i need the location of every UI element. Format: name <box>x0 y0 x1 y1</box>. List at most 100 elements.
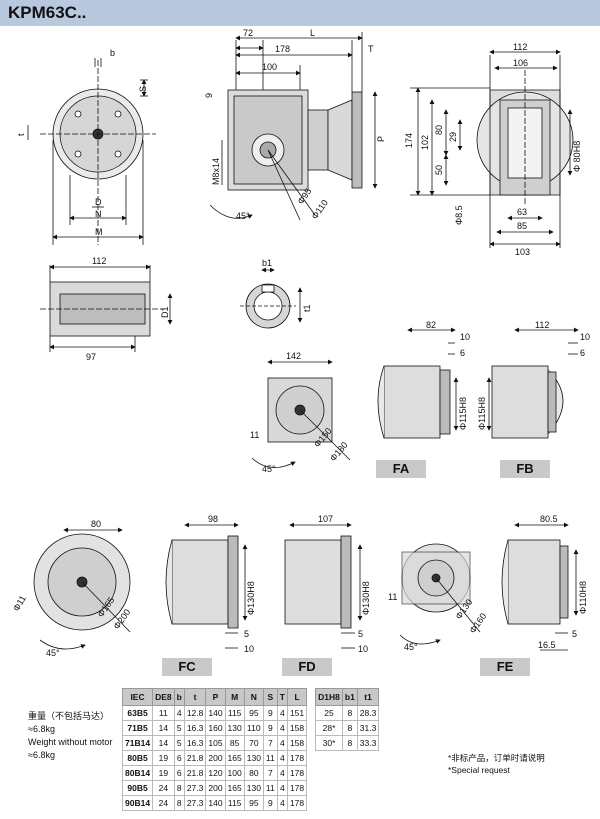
view-flange-a <box>251 359 351 468</box>
table-cell: 120 <box>205 765 226 781</box>
weight-note: 重量（不包括马达） ≈6.8kg Weight without motor ≈6… <box>28 710 143 762</box>
dim-fd-phi: Φ130H8 <box>361 581 371 615</box>
dim-fc-5: 5 <box>244 629 249 639</box>
table-header-2: b <box>173 688 185 706</box>
side-cell <box>357 795 379 811</box>
dim-c-phi11: Φ11 <box>11 594 28 613</box>
table-cell: 90B5 <box>121 780 154 796</box>
table-cell: 5 <box>173 720 185 736</box>
dim-fe-phi: Φ110H8 <box>578 581 588 614</box>
weight-cn: 重量（不包括马达） <box>28 711 110 721</box>
table-cell: 24 <box>152 795 175 811</box>
table-cell: 4 <box>276 705 288 721</box>
table-cell: 4 <box>276 780 288 796</box>
dim-45-a: 45° <box>262 464 276 474</box>
dim-c-45: 45° <box>46 648 60 658</box>
side-cell: 33.3 <box>356 735 380 751</box>
table-cell: 140 <box>205 795 226 811</box>
dim-S: S <box>138 86 148 92</box>
special-note-cn: *非标产品，订单时请说明 <box>448 753 545 763</box>
side-cell <box>357 780 379 796</box>
table-cell: 16.3 <box>183 735 207 751</box>
table-cell: 130 <box>224 720 245 736</box>
dim-N: N <box>95 209 102 219</box>
table-cell: 27.3 <box>183 780 207 796</box>
table-header-9: L <box>286 688 308 706</box>
dim-b1: b1 <box>262 258 272 268</box>
side-cell <box>315 780 343 796</box>
dim-c-80: 80 <box>91 519 101 529</box>
table-cell: 200 <box>205 780 226 796</box>
table-cell: 115 <box>224 705 245 721</box>
dim-fa-6: 6 <box>460 348 465 358</box>
view-keyway-section <box>240 267 303 329</box>
weight-cn-value: ≈6.8kg <box>28 724 55 734</box>
dim-fe-5: 5 <box>572 629 577 639</box>
table-header-7: S <box>262 688 278 706</box>
dim-80: 80 <box>434 125 444 135</box>
table-header-1: DE8 <box>152 688 175 706</box>
table-cell: 7 <box>262 765 278 781</box>
side-header-0: D1H8 <box>315 688 343 706</box>
dim-fb-6: 6 <box>580 348 585 358</box>
table-gap <box>306 780 316 796</box>
view-fe <box>501 522 579 651</box>
table-cell: 95 <box>243 795 264 811</box>
dim-e-45: 45° <box>404 642 418 652</box>
dim-fa-10: 10 <box>460 332 470 342</box>
table-header-8: T <box>276 688 288 706</box>
label-fc: FC <box>162 658 212 676</box>
view-fd <box>284 522 363 649</box>
label-fd: FD <box>282 658 332 676</box>
table-cell: 14 <box>152 720 175 736</box>
dim-fc-98: 98 <box>208 514 218 524</box>
dim-45-top: 45° <box>236 211 250 221</box>
table-gap <box>306 750 316 766</box>
dim-29: 29 <box>448 132 458 142</box>
table-cell: 9 <box>262 795 278 811</box>
table-cell: 80B5 <box>121 750 154 766</box>
dim-142: 142 <box>286 351 301 361</box>
table-cell: 6 <box>173 765 185 781</box>
table-gap <box>306 688 316 706</box>
table-cell: 12.8 <box>183 705 207 721</box>
table-cell: 165 <box>224 750 245 766</box>
side-cell <box>357 750 379 766</box>
dim-fb-112: 112 <box>535 320 549 330</box>
table-cell: 21.8 <box>183 750 207 766</box>
side-cell <box>315 765 343 781</box>
side-header-2: t1 <box>356 688 380 706</box>
table-cell: 115 <box>224 795 245 811</box>
dim-fe-80-5: 80.5 <box>540 514 558 524</box>
table-cell: 4 <box>173 705 185 721</box>
table-cell: 4 <box>276 735 288 751</box>
table-gap <box>306 735 316 751</box>
dim-106: 106 <box>513 58 528 68</box>
table-cell: 85 <box>224 735 245 751</box>
view-hollow-shaft <box>40 264 173 352</box>
table-header-6: N <box>243 688 264 706</box>
view-flange-e <box>399 543 481 645</box>
side-cell <box>315 750 343 766</box>
dim-fd-10: 10 <box>358 644 368 654</box>
dim-103: 103 <box>515 247 530 257</box>
table-cell: 200 <box>205 750 226 766</box>
view-side-gearbox <box>209 32 378 221</box>
dim-102: 102 <box>420 135 430 150</box>
dim-85: 85 <box>517 221 527 231</box>
dim-P: P <box>376 136 386 142</box>
dim-phi80: Φ 80H8 <box>572 141 582 172</box>
table-cell: 178 <box>286 795 308 811</box>
table-cell: 158 <box>286 735 308 751</box>
dim-fe-16-5: 16.5 <box>538 640 556 650</box>
table-cell: 80 <box>243 765 264 781</box>
label-fa: FA <box>376 460 426 478</box>
dim-fc-phi: Φ130H8 <box>246 581 256 615</box>
table-cell: 63B5 <box>121 705 154 721</box>
